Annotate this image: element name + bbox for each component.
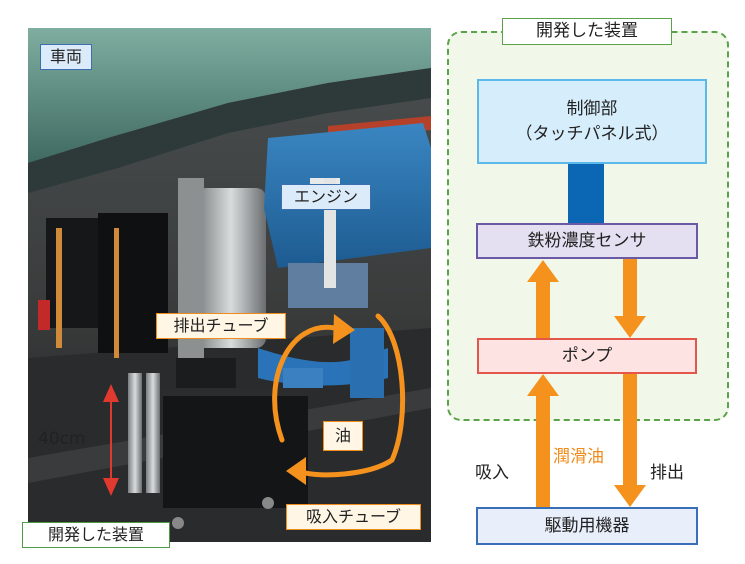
height-label: 40cm	[38, 429, 86, 449]
oil-label: 油	[323, 421, 363, 451]
height-dimension-arrow	[103, 384, 119, 496]
equipment-photo	[28, 28, 431, 542]
arrow-drive-to-pump-shaft	[536, 394, 550, 507]
arrow-pump-to-drive-shaft	[623, 374, 637, 486]
pump-label: ポンプ	[561, 345, 613, 366]
panel-title: 開発した装置	[502, 18, 672, 45]
device-label: 開発した装置	[22, 522, 170, 548]
arrow-sensor-to-pump-head	[614, 316, 646, 338]
pump-box: ポンプ	[477, 338, 697, 374]
arrow-drive-to-pump-head	[527, 374, 559, 396]
control-unit-box: 制御部 （タッチパネル式）	[477, 79, 707, 164]
arrow-pump-to-sensor-head	[527, 260, 559, 282]
arrow-pump-to-drive-head	[614, 485, 646, 507]
oil-arrow-head-top	[333, 314, 355, 344]
arrow-pump-to-sensor-shaft	[536, 280, 550, 338]
control-unit-subtitle: （タッチパネル式）	[515, 123, 669, 144]
oil-arrow-head-bottom	[286, 457, 306, 485]
vehicle-label: 車両	[40, 44, 92, 70]
photo-illustration	[28, 28, 431, 542]
lubricant-label: 潤滑油	[553, 447, 604, 467]
sensor-label: 鉄粉濃度センサ	[527, 230, 647, 251]
arrow-sensor-to-pump-shaft	[623, 259, 637, 317]
control-sensor-link	[568, 164, 604, 223]
drive-label: 駆動用機器	[544, 515, 630, 536]
suction-label: 吸入	[475, 463, 509, 483]
discharge-tube-label: 排出チューブ	[156, 313, 286, 339]
suction-tube-label: 吸入チューブ	[286, 504, 421, 530]
control-unit-title: 制御部	[566, 98, 618, 119]
discharge-label: 排出	[650, 463, 684, 483]
drive-equipment-box: 駆動用機器	[476, 507, 698, 545]
oil-flow-arrows	[272, 313, 406, 478]
iron-powder-sensor-box: 鉄粉濃度センサ	[476, 223, 698, 259]
engine-label: エンジン	[281, 184, 371, 210]
